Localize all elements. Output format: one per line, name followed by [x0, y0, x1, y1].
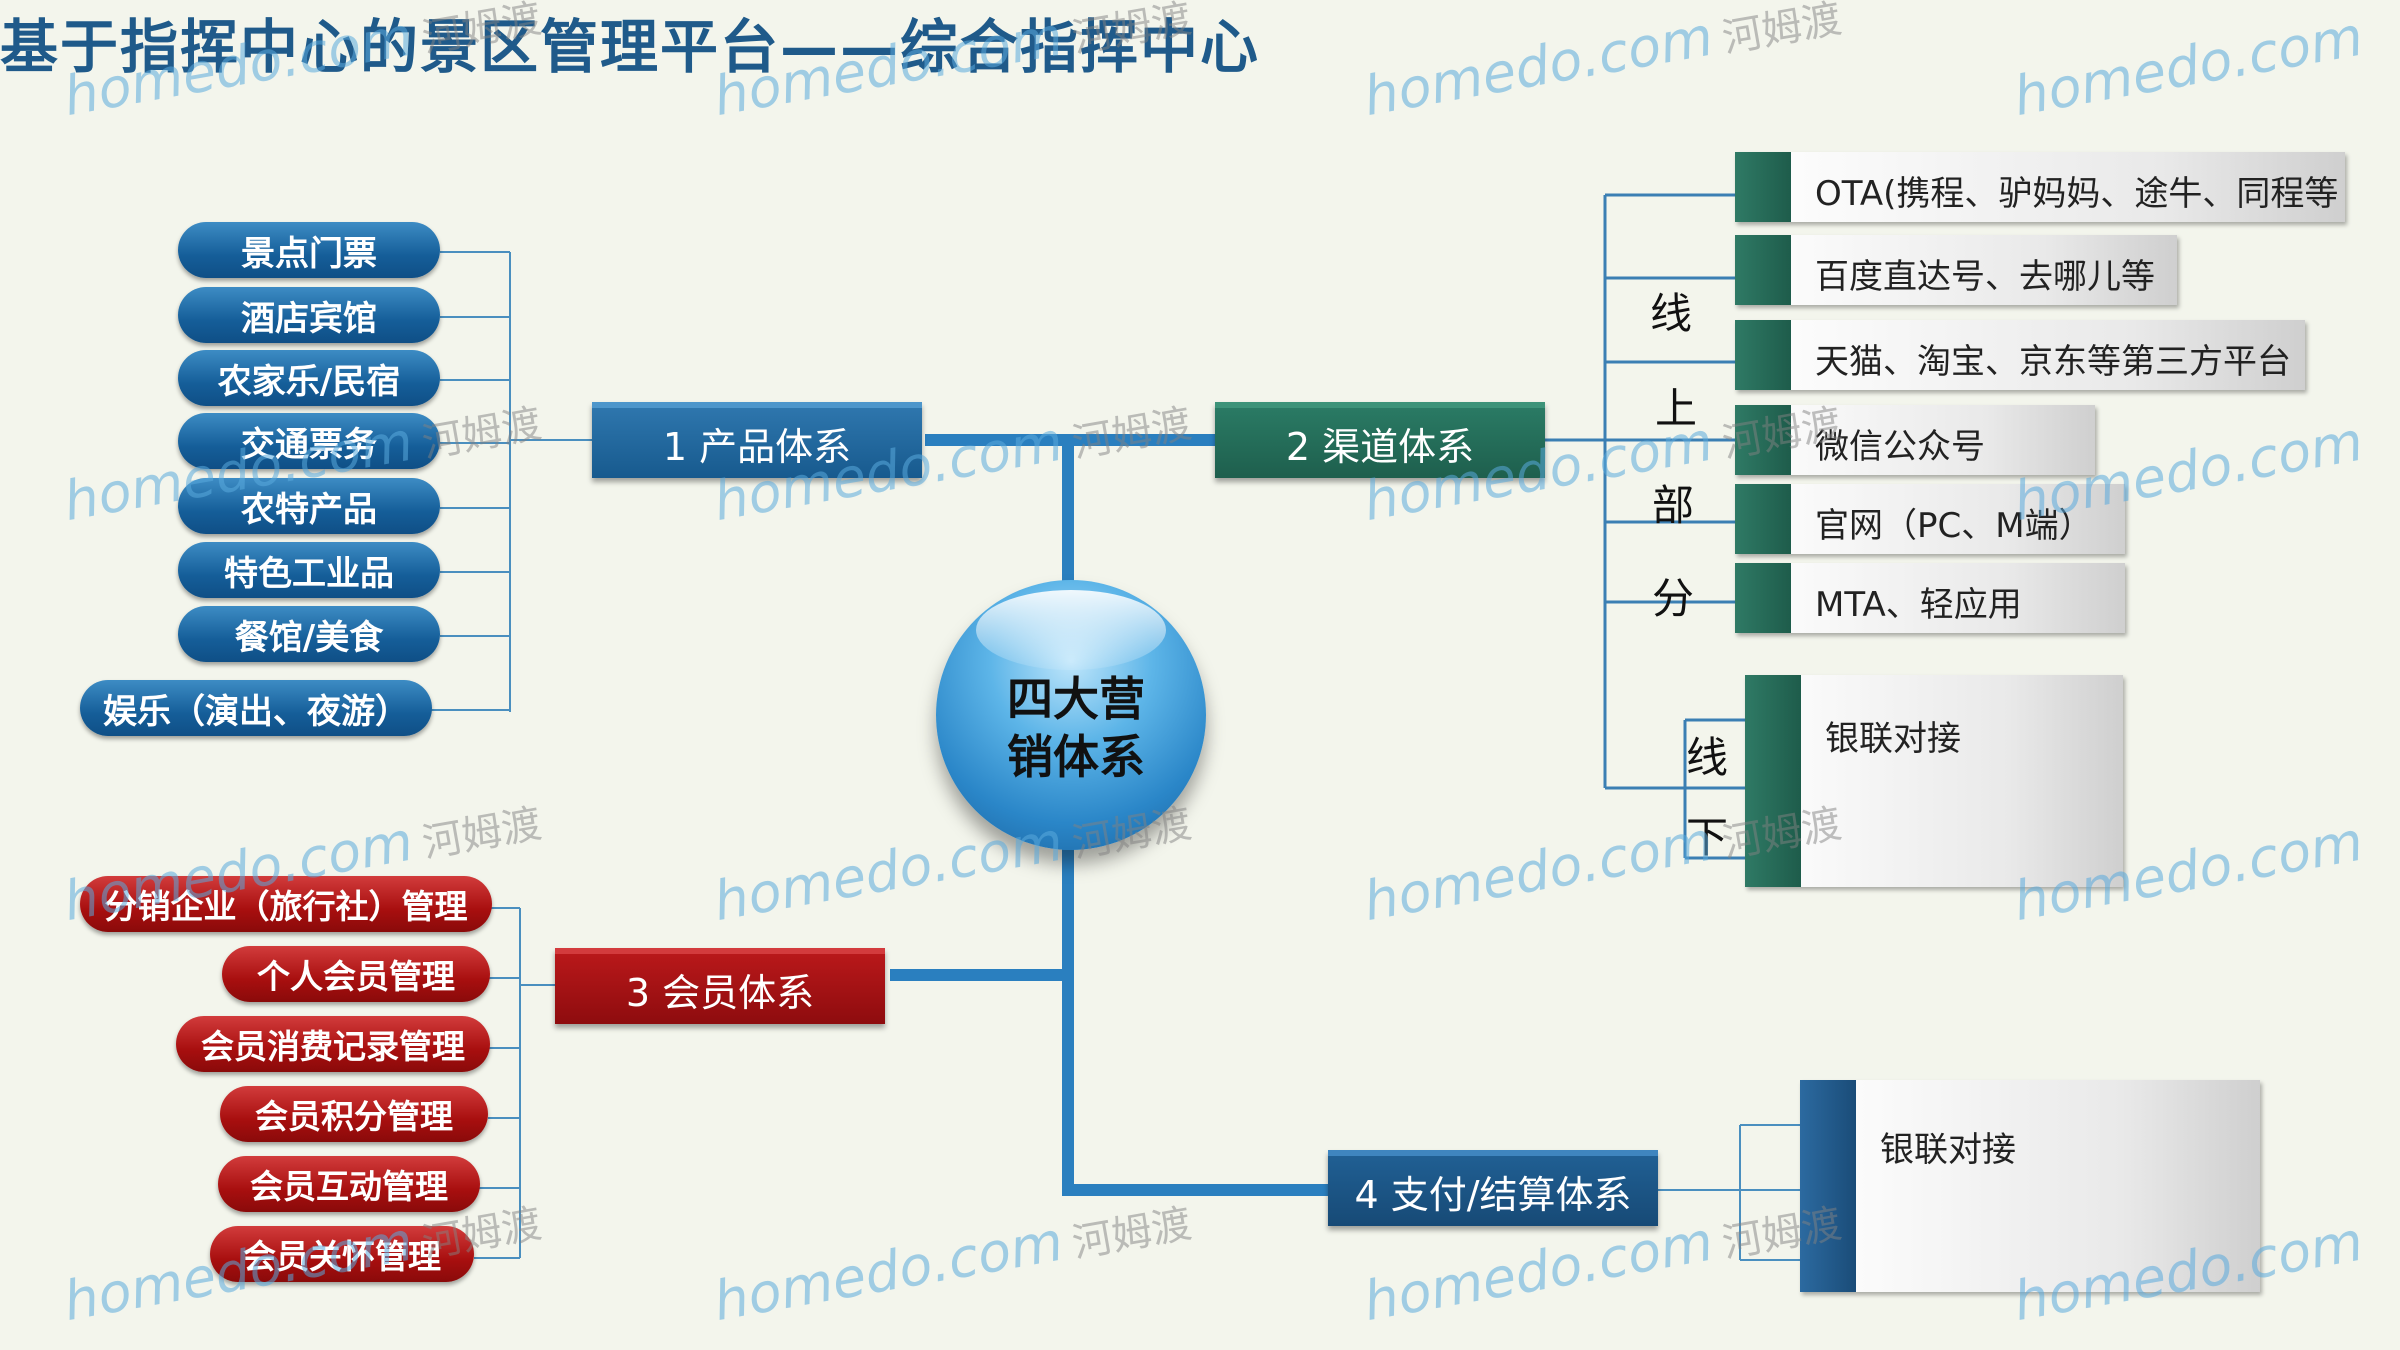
online-label-char: 线	[1650, 289, 1693, 338]
channel-online-item: MTA、轻应用	[1735, 563, 2125, 633]
member-item: 会员互动管理	[218, 1156, 480, 1212]
payment-item-text: 银联对接	[1880, 1130, 2016, 1170]
member-bracket	[474, 907, 555, 1259]
box-tab	[1735, 405, 1791, 475]
online-label-char: 上	[1655, 384, 1698, 433]
box-tab	[1735, 484, 1791, 554]
channel-item-text: 官网（PC、M端）	[1815, 506, 2093, 546]
hub-payment: 4 支付/结算体系	[1328, 1150, 1658, 1226]
channel-item-text: 百度直达号、去哪儿等	[1815, 257, 2155, 297]
channel-online-item: 微信公众号	[1735, 405, 2095, 475]
product-item: 农特产品	[178, 478, 440, 534]
center-label: 四大营销体系	[1007, 672, 1145, 784]
channel-online-item: OTA(携程、驴妈妈、途牛、同程等	[1735, 152, 2345, 222]
box-tab	[1735, 563, 1791, 633]
channel-online-item: 官网（PC、M端）	[1735, 484, 2125, 554]
channel-item-text: MTA、轻应用	[1815, 585, 2022, 625]
product-item: 景点门票	[178, 222, 440, 278]
box-tab	[1735, 235, 1791, 305]
member-item: 个人会员管理	[222, 946, 490, 1002]
product-bracket	[430, 251, 592, 712]
box-tab	[1800, 1080, 1856, 1292]
box-tab	[1745, 675, 1801, 887]
payment-bracket	[1658, 1124, 1800, 1261]
box-tab	[1735, 152, 1791, 222]
channel-item-text: 银联对接	[1825, 719, 1961, 759]
channel-item-text: 天猫、淘宝、京东等第三方平台	[1815, 342, 2291, 382]
product-item: 特色工业品	[178, 542, 440, 598]
hub-channel: 2 渠道体系	[1215, 402, 1545, 478]
hub-product: 1 产品体系	[592, 402, 922, 478]
page-title: 基于指挥中心的景区管理平台——综合指挥中心	[0, 13, 1261, 81]
payment-item: 银联对接	[1800, 1080, 2260, 1292]
product-item: 餐馆/美食	[178, 606, 440, 662]
sphere-highlight	[976, 590, 1166, 670]
center-sphere: 四大营销体系	[936, 580, 1206, 850]
product-item: 农家乐/民宿	[178, 350, 440, 406]
product-item: 交通票务	[178, 413, 440, 469]
online-label-char: 分	[1652, 574, 1695, 623]
product-item: 娱乐（演出、夜游）	[80, 680, 432, 736]
member-item: 会员消费记录管理	[176, 1016, 490, 1072]
member-item: 分销企业（旅行社）管理	[80, 876, 492, 932]
member-item: 会员积分管理	[220, 1086, 488, 1142]
hub-member: 3 会员体系	[555, 948, 885, 1024]
offline-label-char: 线	[1686, 733, 1729, 782]
member-item: 会员关怀管理	[210, 1226, 474, 1282]
channel-bracket	[1545, 193, 1745, 860]
channel-online-item: 天猫、淘宝、京东等第三方平台	[1735, 320, 2305, 390]
offline-label-char: 下	[1686, 813, 1729, 862]
channel-online-item: 百度直达号、去哪儿等	[1735, 235, 2177, 305]
box-tab	[1735, 320, 1791, 390]
channel-offline-item: 银联对接	[1745, 675, 2123, 887]
product-item: 酒店宾馆	[178, 287, 440, 343]
channel-item-text: 微信公众号	[1815, 427, 1985, 467]
channel-item-text: OTA(携程、驴妈妈、途牛、同程等	[1815, 174, 2339, 214]
online-label-char: 部	[1652, 481, 1695, 530]
